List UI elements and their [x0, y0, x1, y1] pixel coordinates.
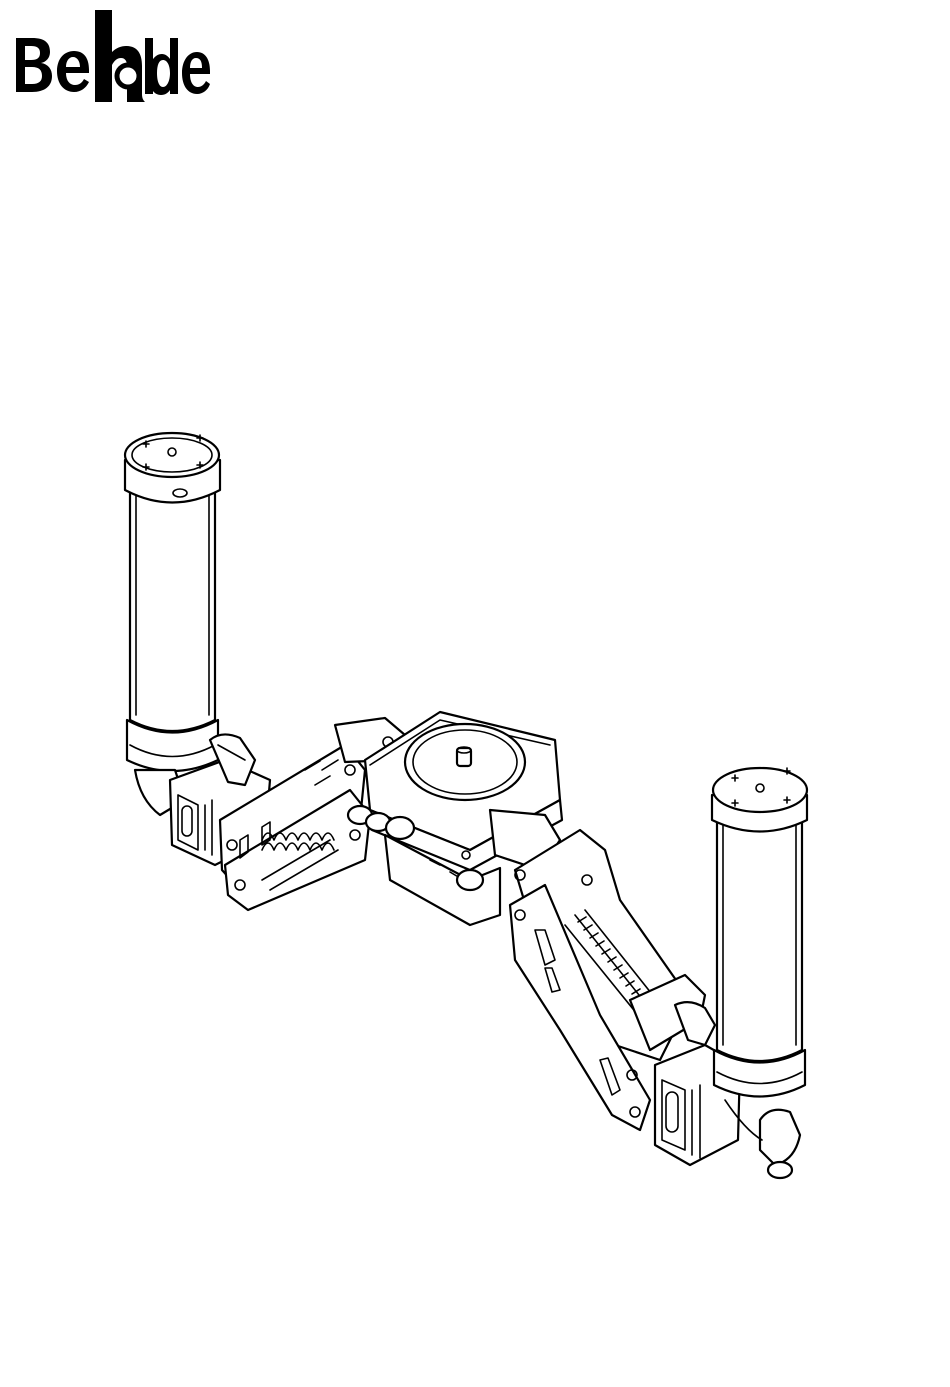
left-handle: [125, 433, 220, 815]
